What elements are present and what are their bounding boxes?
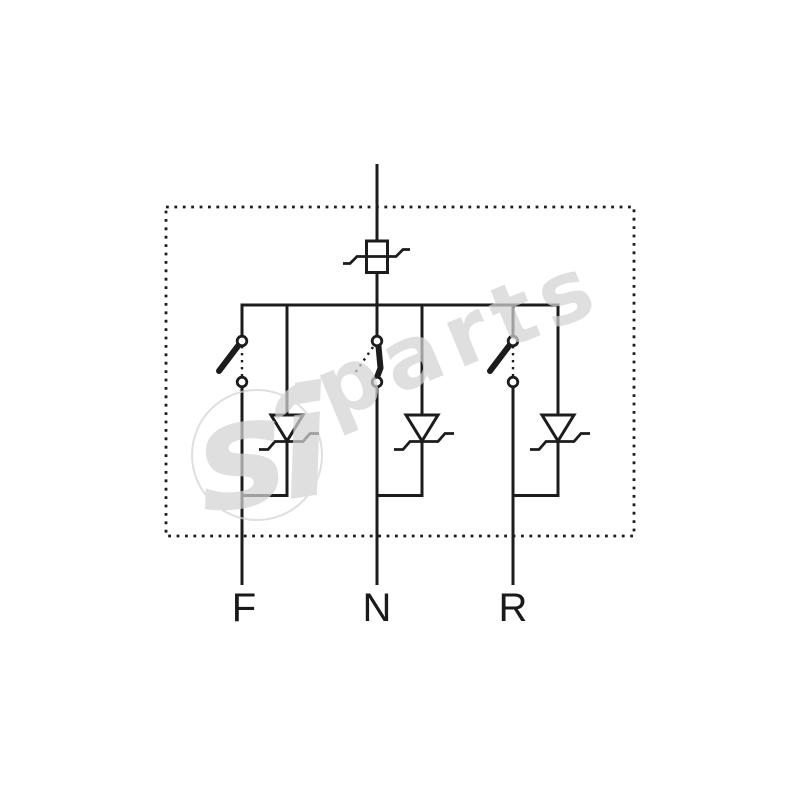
switch-bottom-contact [506, 375, 520, 389]
switch-link-dotted [354, 346, 374, 374]
switch-blade [487, 339, 515, 374]
fuse-disconnect-stroke [343, 248, 410, 265]
switch-top-contact [235, 334, 249, 348]
diode-cathode-bar [530, 432, 590, 451]
switch-top-contact [506, 334, 520, 348]
diode-cathode-bar [259, 432, 319, 451]
diode-return-line [377, 441, 424, 497]
terminal-label-r: R [499, 586, 528, 630]
branch-f [216, 305, 319, 585]
diode-return-line [513, 441, 560, 497]
suppressor-diode-r [530, 413, 590, 451]
switch-n [354, 334, 384, 389]
switch-top-contact [370, 334, 384, 348]
enclosure-border [164, 205, 636, 538]
diode-triangle [403, 413, 441, 444]
branch-n [354, 305, 454, 585]
suppressor-diode-f [259, 413, 319, 451]
switch-blade [216, 339, 244, 374]
diode-triangle [268, 413, 306, 444]
diode-return-line [242, 441, 289, 497]
terminal-label-n: N [363, 586, 392, 630]
diode-triangle [539, 413, 577, 444]
switch-r [487, 334, 520, 389]
switch-bottom-contact [370, 375, 384, 389]
thermal-fuse [343, 239, 410, 274]
terminal-label-f: F [232, 586, 256, 630]
branch-r [487, 305, 590, 585]
suppressor-diode-n [394, 413, 454, 451]
switch-f [216, 334, 249, 389]
diode-cathode-bar [394, 432, 454, 451]
switch-bottom-contact [235, 375, 249, 389]
